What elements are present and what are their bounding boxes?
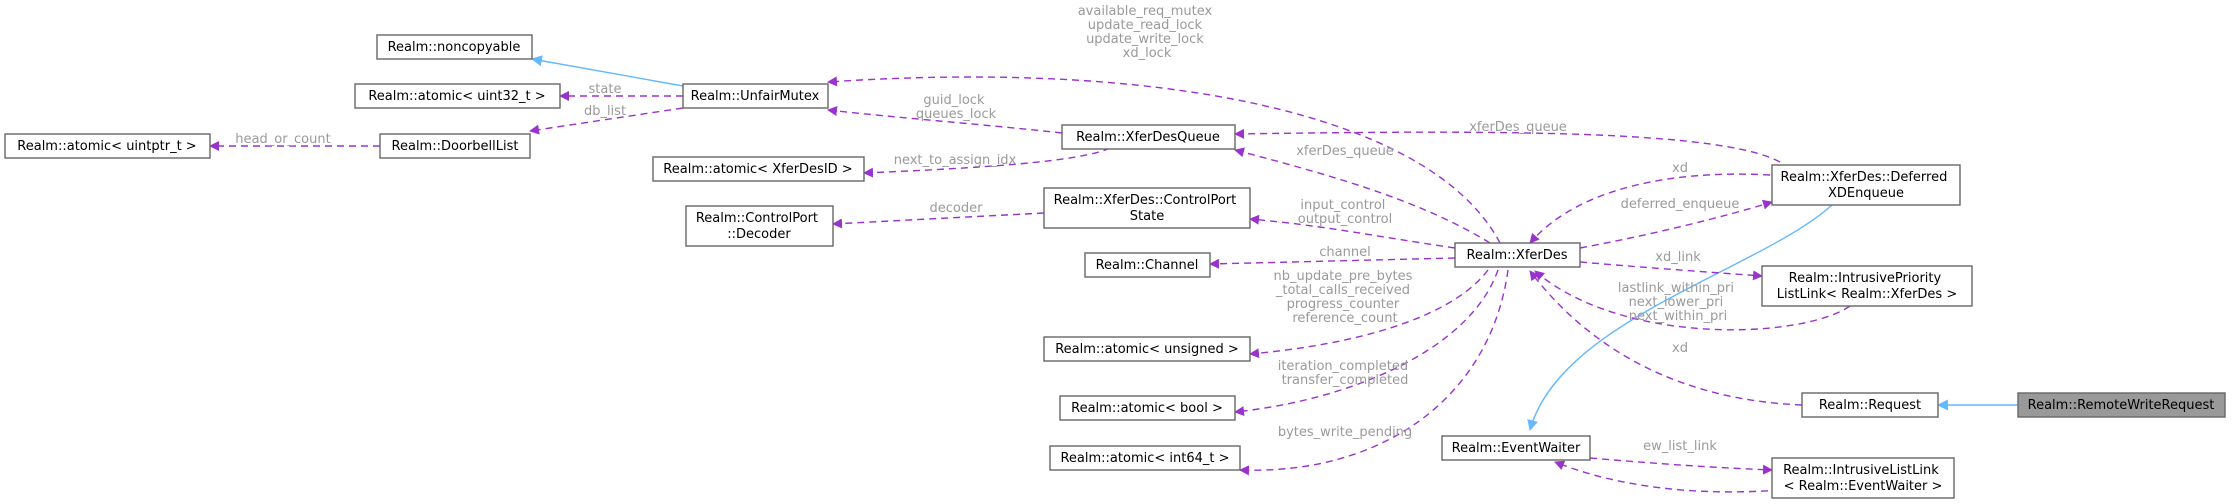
- svg-text:Realm::IntrusiveListLink: Realm::IntrusiveListLink < Realm::EventW…: [1783, 463, 1943, 494]
- nodes: Realm::noncopyable Realm::atomic< uint32…: [4, 34, 2226, 499]
- node-noncopyable[interactable]: Realm::noncopyable: [376, 34, 533, 60]
- edge-label-state: state: [589, 82, 622, 97]
- edge-label-mutex-members: available_req_mutex update_read_lock upd…: [1078, 4, 1217, 61]
- node-deferred-enqueue[interactable]: Realm::XferDes::Deferred XDEnqueue: [1771, 164, 1961, 206]
- edge-label-xd-a: xd: [1672, 161, 1688, 176]
- svg-text:Realm::DoorbellList: Realm::DoorbellList: [392, 139, 519, 154]
- node-xferdes-queue[interactable]: Realm::XferDesQueue: [1061, 124, 1236, 150]
- edge-xferdes-priority: [1579, 261, 1763, 281]
- edge-unfairmutex-doorbell: [529, 107, 684, 135]
- svg-text:Realm::ControlPort ::D: Realm::ControlPort ::Decoder: [696, 211, 822, 242]
- svg-text:Realm::IntrusivePriority: Realm::IntrusivePriority ListLink< Realm…: [1777, 271, 1957, 302]
- node-atomic-xferdesid[interactable]: Realm::atomic< XferDesID >: [652, 156, 865, 182]
- edge-deferred-xferdesqueue: [1234, 128, 1781, 163]
- edge-xferdes-channel: [1209, 257, 1456, 269]
- node-channel[interactable]: Realm::Channel: [1084, 252, 1211, 278]
- svg-text:Realm::atomic< int64_t >: Realm::atomic< int64_t >: [1060, 451, 1229, 466]
- edge-label-xd-link: xd_link: [1655, 250, 1701, 265]
- edge-xferdes-atomicint64: [1239, 269, 1509, 476]
- node-intrusive-priority[interactable]: Realm::IntrusivePriority ListLink< Realm…: [1761, 265, 1973, 307]
- node-doorbell-list[interactable]: Realm::DoorbellList: [379, 133, 531, 159]
- svg-text:Realm::atomic< uint32_t >: Realm::atomic< uint32_t >: [368, 89, 545, 104]
- edge-priority-xferdes: [1534, 270, 1851, 331]
- svg-text:Realm::atomic< unsigned >: Realm::atomic< unsigned >: [1055, 342, 1239, 357]
- svg-text:Realm::EventWaiter: Realm::EventWaiter: [1452, 441, 1581, 456]
- svg-text:Realm::XferDes::Deferred: Realm::XferDes::Deferred XDEnqueue: [1781, 170, 1952, 201]
- svg-text:Realm::RemoteWriteRequest: Realm::RemoteWriteRequest: [2028, 398, 2215, 413]
- node-event-waiter[interactable]: Realm::EventWaiter: [1441, 435, 1591, 461]
- edges: [209, 55, 2018, 493]
- node-atomic-bool[interactable]: Realm::atomic< bool >: [1059, 395, 1236, 421]
- node-unfair-mutex[interactable]: Realm::UnfairMutex: [682, 83, 829, 109]
- node-atomic-unsigned[interactable]: Realm::atomic< unsigned >: [1043, 336, 1251, 362]
- edge-label-next-to-assign: next_to_assign_idx: [894, 153, 1017, 168]
- edge-xferdesqueue-atomicid: [863, 147, 1111, 178]
- svg-text:Realm::UnfairMutex: Realm::UnfairMutex: [691, 89, 820, 104]
- svg-text:Realm::atomic< XferDesID >: Realm::atomic< XferDesID >: [663, 162, 852, 177]
- svg-text:Realm::XferDesQueue: Realm::XferDesQueue: [1076, 130, 1220, 145]
- svg-text:Realm::atomic< uintptr_t >: Realm::atomic< uintptr_t >: [17, 139, 196, 154]
- edge-xferdes-xferdesqueue: [1234, 147, 1491, 244]
- edge-xferdes-atomicbool: [1234, 269, 1499, 417]
- edge-label-ew-list-link: ew_list_link: [1643, 439, 1717, 454]
- node-controlport-state[interactable]: Realm::XferDes::ControlPort State: [1043, 187, 1251, 229]
- edge-xferdes-atomicunsigned: [1249, 269, 1489, 359]
- edge-label-priority-links: lastlink_within_pri next_lower_pri next_…: [1618, 281, 1738, 324]
- edge-label-xferdes-queue-b: xferDes_queue: [1469, 120, 1567, 135]
- svg-text:Realm::Request: Realm::Request: [1819, 398, 1921, 413]
- edge-intrusive-eventwaiter: [1554, 460, 1781, 493]
- node-request[interactable]: Realm::Request: [1801, 392, 1939, 418]
- node-atomic-int64[interactable]: Realm::atomic< int64_t >: [1049, 445, 1241, 471]
- node-atomic-uint32[interactable]: Realm::atomic< uint32_t >: [354, 83, 561, 109]
- edge-noncopyable-unfairmutex: [530, 55, 684, 87]
- node-intrusive-list-link[interactable]: Realm::IntrusiveListLink < Realm::EventW…: [1771, 457, 1955, 499]
- edge-label-completed: iteration_completed transfer_completed: [1278, 359, 1413, 388]
- node-atomic-uintptr[interactable]: Realm::atomic< uintptr_t >: [4, 133, 211, 159]
- edge-xferdesqueue-unfairmutex: [827, 106, 1063, 134]
- edge-eventwaiter-intrusive: [1589, 457, 1773, 475]
- node-xferdes[interactable]: Realm::XferDes: [1454, 242, 1581, 268]
- svg-text:Realm::noncopyable: Realm::noncopyable: [388, 40, 521, 55]
- edge-label-xd-b: xd: [1672, 341, 1688, 356]
- svg-text:Realm::Channel: Realm::Channel: [1096, 258, 1199, 273]
- edge-label-bytes-write-pending: bytes_write_pending: [1278, 425, 1412, 440]
- node-controlport-decoder[interactable]: Realm::ControlPort ::Decoder: [685, 205, 834, 247]
- svg-text:Realm::XferDes: Realm::XferDes: [1466, 248, 1567, 263]
- svg-text:Realm::XferDes::ControlPort: Realm::XferDes::ControlPort State: [1054, 193, 1241, 224]
- edge-label-db-list: db_list: [584, 104, 626, 119]
- edge-deferred-eventwaiter: [1527, 204, 1833, 432]
- edge-label-control: input_control output_control: [1298, 198, 1392, 227]
- edge-label-xferdes-queue-a: xferDes_queue: [1296, 144, 1394, 159]
- edge-xferdes-deferred: [1579, 199, 1773, 249]
- edge-deferred-xferdes-xd: [1529, 173, 1771, 244]
- node-remote-write-request[interactable]: Realm::RemoteWriteRequest: [2017, 392, 2226, 418]
- edge-labels: available_req_mutex update_read_lock upd…: [235, 4, 1740, 454]
- edge-xferdes-state: [1249, 214, 1456, 249]
- edge-label-guid-lock: guid_lock queues_lock: [916, 93, 997, 122]
- edge-label-decoder: decoder: [930, 201, 984, 216]
- edge-label-head-or-count: head_or_count: [235, 132, 330, 147]
- edge-label-counters: nb_update_pre_bytes _total_calls_receive…: [1273, 269, 1416, 326]
- edge-label-channel: channel: [1319, 245, 1370, 260]
- edge-label-deferred-enqueue: deferred_enqueue: [1621, 197, 1740, 212]
- svg-text:Realm::atomic< bool >: Realm::atomic< bool >: [1071, 401, 1223, 416]
